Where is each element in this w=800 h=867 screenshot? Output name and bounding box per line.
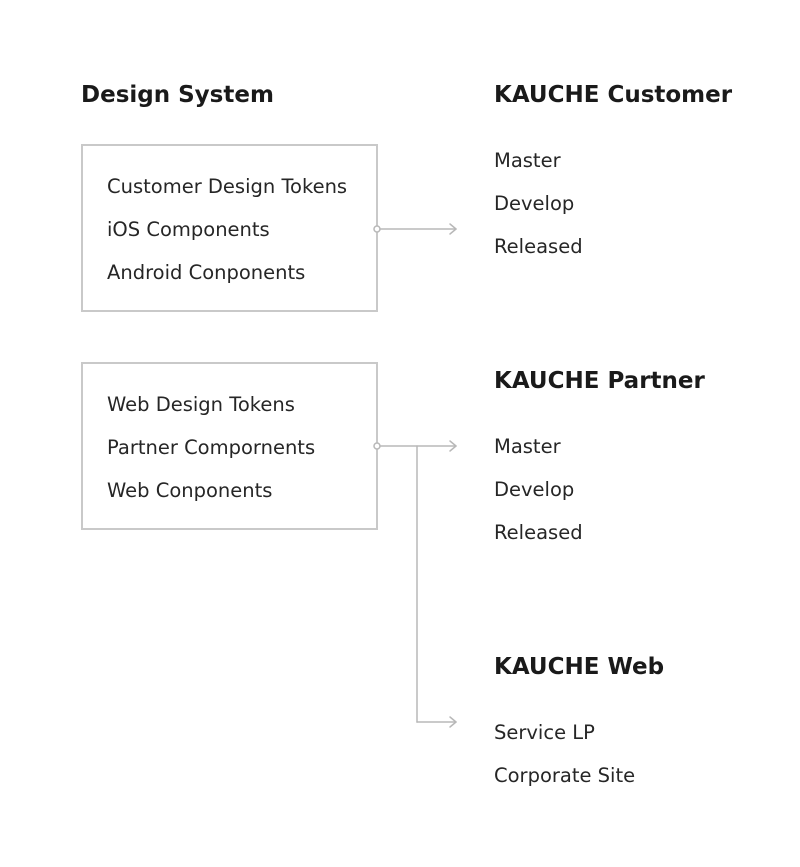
group-item-customer-design-tokens: Customer Design Tokens (107, 175, 348, 198)
target-title-kauche-web: KAUCHE Web (494, 654, 665, 680)
target-customer-item-develop: Develop (494, 192, 575, 215)
target-web-item-service-lp: Service LP (494, 721, 595, 744)
group-item-partner-components: Partner Compornents (107, 436, 316, 459)
target-partner-item-develop: Develop (494, 478, 575, 501)
target-customer-item-released: Released (494, 235, 583, 258)
design-system-title: Design System (81, 82, 274, 108)
target-title-kauche-customer: KAUCHE Customer (494, 82, 733, 108)
group-item-web-design-tokens: Web Design Tokens (107, 393, 295, 416)
group-item-ios-components: iOS Components (107, 218, 270, 241)
design-system-group-customer: Customer Design Tokens iOS Components An… (81, 144, 378, 312)
design-system-group-web: Web Design Tokens Partner Compornents We… (81, 362, 378, 530)
target-partner-item-released: Released (494, 521, 583, 544)
connector-web-arrowhead (449, 716, 457, 728)
group-item-web-components: Web Conponents (107, 479, 273, 502)
target-partner-item-master: Master (494, 435, 561, 458)
connector-partner-arrowhead (449, 440, 457, 452)
target-customer-item-master: Master (494, 149, 561, 172)
target-title-kauche-partner: KAUCHE Partner (494, 368, 705, 394)
group-item-android-components: Android Conponents (107, 261, 306, 284)
connector-customer-arrowhead (449, 223, 457, 235)
target-web-item-corporate-site: Corporate Site (494, 764, 636, 787)
